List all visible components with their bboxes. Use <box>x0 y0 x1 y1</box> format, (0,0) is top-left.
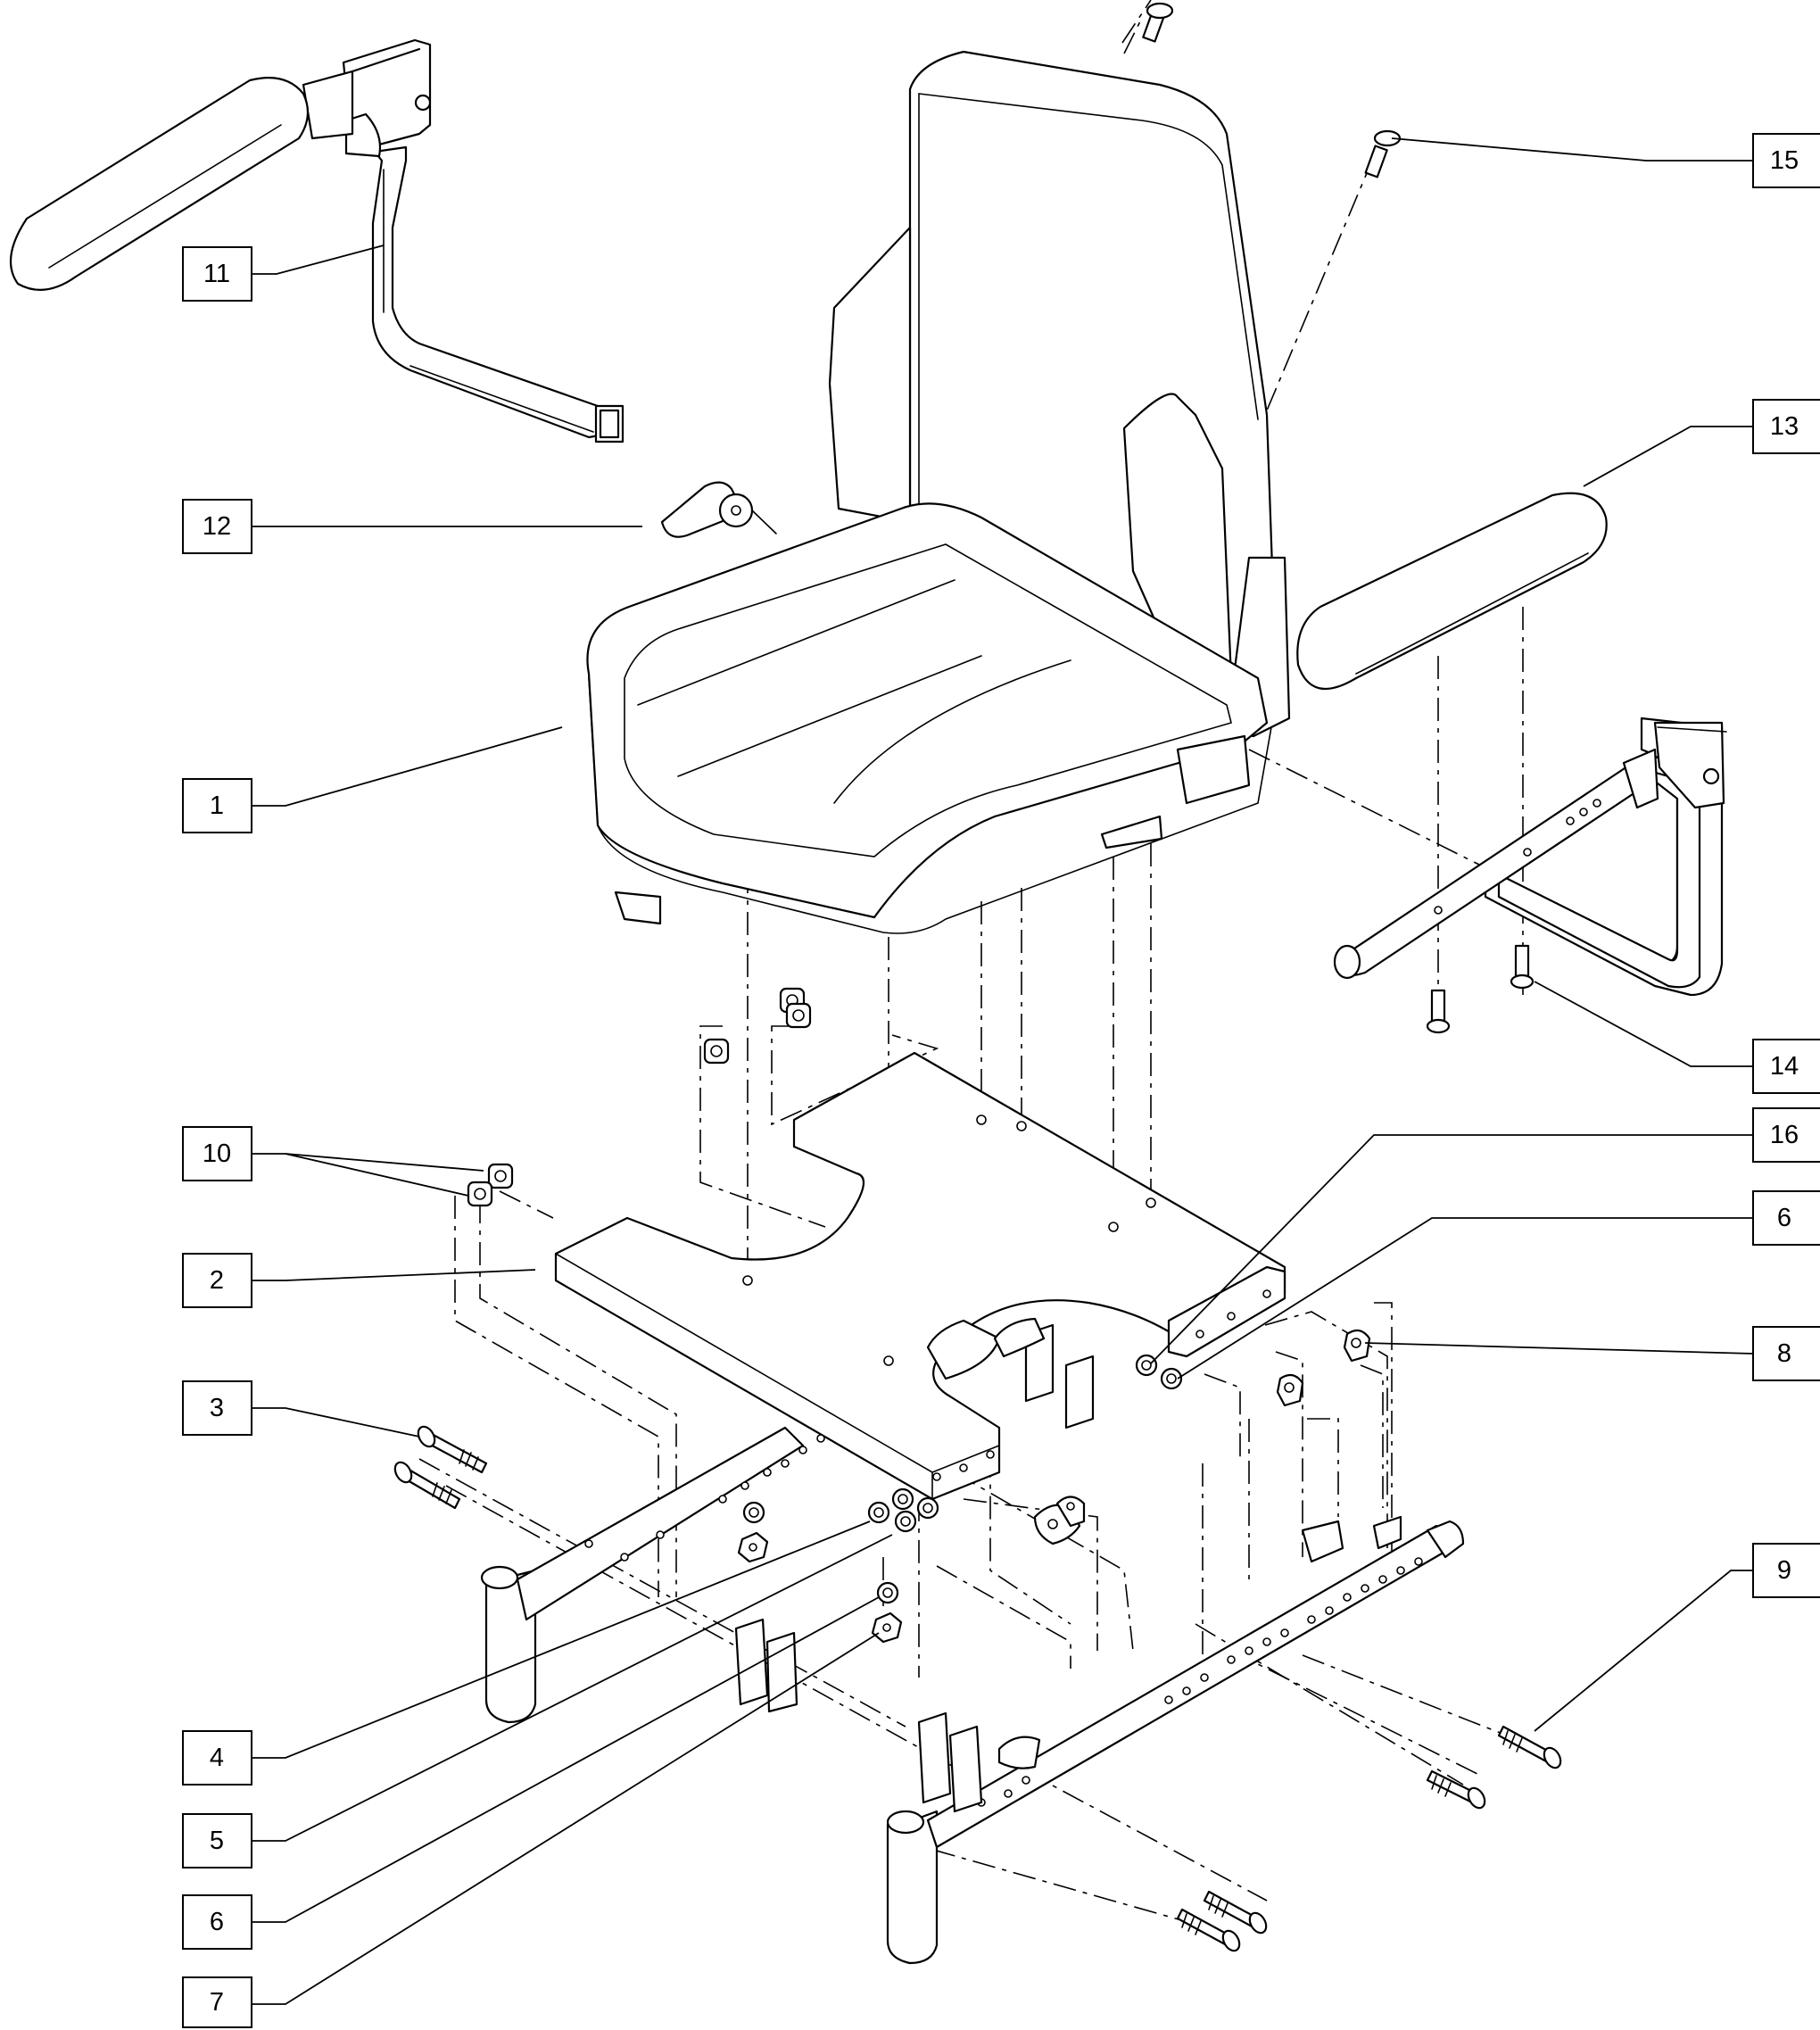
callout-label: 14 <box>1770 1052 1799 1081</box>
callout-label: 2 <box>210 1266 224 1295</box>
callout-label: 16 <box>1770 1121 1799 1149</box>
callout-label: 10 <box>203 1139 231 1168</box>
callout-16: 16 <box>1752 1107 1820 1163</box>
callout-9: 9 <box>1752 1543 1820 1598</box>
callout-label: 5 <box>210 1827 224 1855</box>
callout-label: 15 <box>1770 146 1799 175</box>
callout-leaders <box>252 137 1780 2005</box>
callout-label: 6 <box>210 1908 224 1936</box>
callout-13: 13 <box>1752 399 1820 454</box>
callout-7: 7 <box>182 1976 252 2028</box>
callout-6-left: 6 <box>182 1894 252 1950</box>
right-arm-frame <box>1333 717 1727 997</box>
right-armrest-pad <box>1296 492 1608 691</box>
callout-4: 4 <box>182 1730 252 1786</box>
callout-12: 12 <box>182 499 252 554</box>
callout-5: 5 <box>182 1813 252 1868</box>
callout-3: 3 <box>182 1380 252 1436</box>
bolts <box>393 1425 1562 1952</box>
seat-base-frame <box>480 1317 1465 1965</box>
callout-6-right: 6 <box>1752 1190 1820 1246</box>
armrest-screw-right <box>1510 944 1535 990</box>
callout-label: 11 <box>203 260 230 288</box>
bushings <box>467 987 806 1207</box>
seat-plate <box>554 1051 1286 1501</box>
callout-14: 14 <box>1752 1039 1820 1094</box>
fasteners <box>737 1002 1371 1644</box>
seat <box>586 50 1291 934</box>
callout-label: 9 <box>1777 1556 1791 1585</box>
callout-label: 7 <box>210 1988 224 2017</box>
callout-15: 15 <box>1752 133 1820 188</box>
callout-label: 12 <box>203 512 231 541</box>
callout-8: 8 <box>1752 1326 1820 1381</box>
knob <box>660 481 777 538</box>
callout-label: 4 <box>210 1744 224 1772</box>
callout-label: 13 <box>1770 412 1799 441</box>
callout-2: 2 <box>182 1253 252 1308</box>
callout-label: 6 <box>1777 1204 1791 1232</box>
callout-label: 8 <box>1777 1339 1791 1368</box>
left-armrest-assembly <box>9 38 625 443</box>
callout-label: 1 <box>210 791 224 820</box>
callout-label: 3 <box>210 1394 224 1422</box>
callout-11: 11 <box>182 246 252 302</box>
callout-10: 10 <box>182 1126 252 1181</box>
top-screw <box>1142 2 1174 43</box>
callout-1: 1 <box>182 778 252 833</box>
armrest-screw-left <box>1426 989 1451 1034</box>
